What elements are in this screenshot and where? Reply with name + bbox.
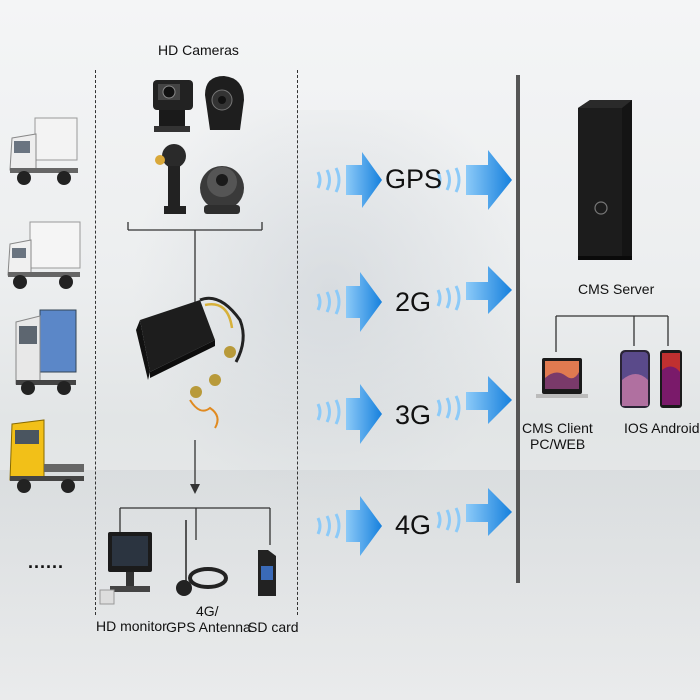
network-label-gps: GPS	[385, 164, 443, 194]
camera-box-icon	[153, 80, 193, 132]
server-divider-bar	[516, 75, 520, 583]
camera-bracket	[127, 222, 263, 308]
gps-antenna-label-line1: 4G/	[196, 603, 219, 619]
hd-monitor-label: HD monitor	[96, 618, 167, 634]
camera-dome-icon	[200, 166, 244, 214]
flow-arrows	[316, 150, 512, 556]
ios-phone-icon	[620, 350, 650, 408]
network-label-4g: 4G	[395, 510, 432, 540]
vehicle-blue-cargo-truck	[15, 309, 77, 395]
sd-card-icon	[258, 550, 276, 596]
gps-antenna-label-line2: GPS Antenna	[166, 619, 251, 635]
camera-side-icon	[205, 76, 244, 130]
hd-monitor-icon	[99, 532, 152, 605]
cms-server-icon	[578, 100, 632, 260]
arrow-row-2g	[316, 266, 512, 332]
android-phone-icon	[660, 350, 682, 408]
hd-cameras-label: HD Cameras	[158, 42, 239, 58]
mobile-dvr-icon	[136, 296, 245, 429]
laptop-icon	[536, 358, 588, 398]
down-arrow-icon	[190, 484, 200, 494]
client-bracket	[555, 315, 669, 352]
cms-server-label: CMS Server	[578, 281, 655, 297]
network-label-2g: 2G	[395, 287, 432, 317]
network-label-3g: 3G	[395, 400, 432, 430]
arrow-row-4g	[316, 488, 512, 556]
arrow-row-gps	[316, 150, 512, 210]
sd-card-label: SD card	[248, 619, 299, 635]
gps-antenna-icon	[176, 520, 228, 596]
vehicle-yellow-flatbed-truck	[9, 419, 84, 493]
vehicle-white-small-truck	[7, 221, 81, 289]
right-dashed-divider	[297, 70, 298, 615]
cms-client-label-line1: CMS Client	[522, 420, 593, 436]
more-vehicles-ellipsis: ......	[28, 552, 65, 572]
left-dashed-divider	[95, 70, 96, 615]
camera-bullet-icon	[155, 144, 186, 214]
cms-client-label-line2: PC/WEB	[530, 436, 586, 452]
arrow-row-3g	[316, 376, 512, 444]
ios-android-label: IOS Android	[624, 420, 700, 436]
peripherals-bracket	[119, 507, 271, 545]
vehicle-white-box-truck	[9, 117, 78, 185]
